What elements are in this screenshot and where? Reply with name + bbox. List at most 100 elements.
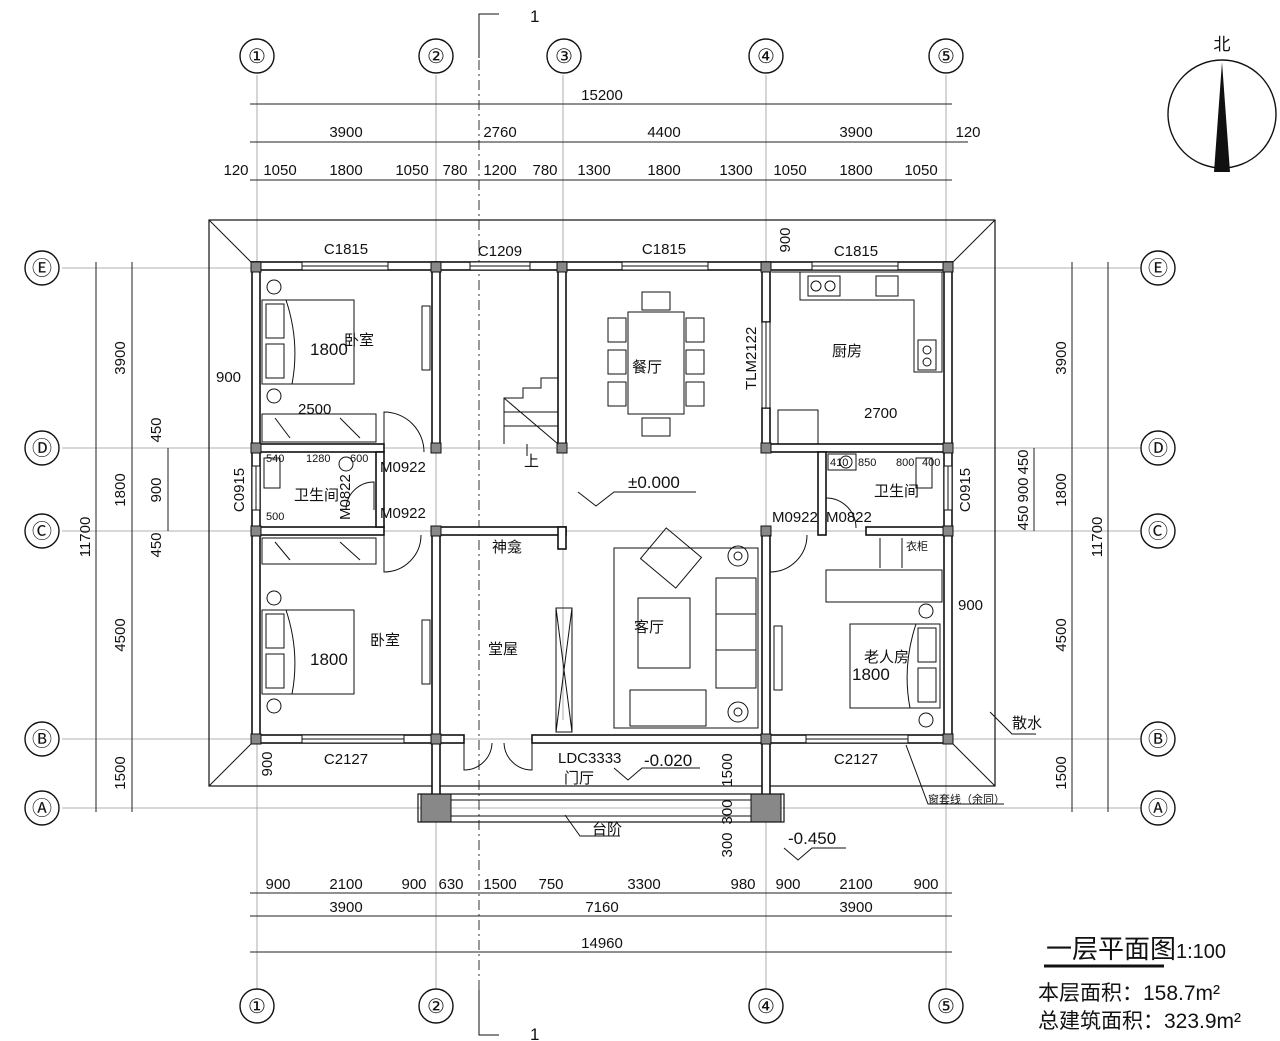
svg-text:上: 上 bbox=[524, 453, 539, 470]
svg-text:±0.000: ±0.000 bbox=[628, 473, 680, 492]
svg-text:-0.020: -0.020 bbox=[644, 751, 692, 770]
svg-text:C1815: C1815 bbox=[642, 241, 686, 258]
svg-text:1500: 1500 bbox=[719, 753, 736, 786]
svg-text:4400: 4400 bbox=[647, 124, 680, 141]
svg-text:4500: 4500 bbox=[1053, 618, 1070, 651]
floor-area: 本层面积：158.7m² bbox=[1038, 982, 1220, 1005]
svg-text:15200: 15200 bbox=[581, 87, 623, 104]
svg-text:3900: 3900 bbox=[112, 341, 129, 374]
dimensions-top: 15200 3900 2760 4400 3900 120 120 1050 1… bbox=[223, 87, 981, 181]
svg-text:3900: 3900 bbox=[839, 124, 872, 141]
bed-1: 1800 bbox=[261, 279, 355, 404]
svg-text:1800: 1800 bbox=[310, 340, 348, 359]
svg-text:1200: 1200 bbox=[483, 162, 516, 179]
svg-text:3300: 3300 bbox=[627, 876, 660, 893]
svg-text:堂屋: 堂屋 bbox=[488, 641, 518, 658]
svg-text:900: 900 bbox=[259, 751, 276, 776]
axis-bubbles-top: ① ② ③ ④ ⑤ bbox=[239, 38, 964, 74]
drawing-scale: 1:100 bbox=[1176, 941, 1226, 963]
svg-text:900: 900 bbox=[265, 876, 290, 893]
svg-text:980: 980 bbox=[730, 876, 755, 893]
doors bbox=[345, 321, 857, 771]
svg-text:1300: 1300 bbox=[719, 162, 752, 179]
svg-text:900: 900 bbox=[775, 876, 800, 893]
svg-text:C2127: C2127 bbox=[834, 751, 878, 768]
svg-text:卫生间: 卫生间 bbox=[874, 483, 919, 500]
dimensions-bottom: 900 2100 900 630 1500 750 3300 980 900 2… bbox=[250, 876, 952, 953]
svg-text:1050: 1050 bbox=[395, 162, 428, 179]
svg-text:780: 780 bbox=[532, 162, 557, 179]
svg-text:①: ① bbox=[248, 996, 266, 1018]
svg-text:卧室: 卧室 bbox=[370, 632, 400, 649]
svg-text:780: 780 bbox=[442, 162, 467, 179]
svg-text:1800: 1800 bbox=[112, 473, 129, 506]
svg-text:③: ③ bbox=[555, 46, 573, 68]
door-labels: M0922 M0822 M0922 M0922 M0822 TLM2122 bbox=[337, 327, 872, 526]
svg-text:900: 900 bbox=[1015, 477, 1032, 502]
svg-text:11700: 11700 bbox=[1089, 517, 1106, 558]
svg-text:Ⓔ: Ⓔ bbox=[1148, 257, 1168, 280]
svg-text:1: 1 bbox=[530, 1025, 539, 1041]
svg-text:Ⓑ: Ⓑ bbox=[32, 728, 52, 751]
svg-text:14960: 14960 bbox=[581, 935, 623, 952]
svg-text:老人房: 老人房 bbox=[864, 649, 909, 666]
svg-text:450: 450 bbox=[148, 417, 165, 442]
svg-text:门厅: 门厅 bbox=[564, 770, 594, 787]
svg-text:300: 300 bbox=[719, 799, 736, 824]
wardrobes bbox=[261, 413, 943, 603]
svg-text:1800: 1800 bbox=[852, 665, 890, 684]
living-room-furniture bbox=[613, 527, 759, 729]
svg-text:餐厅: 餐厅 bbox=[632, 359, 662, 376]
svg-text:M0822: M0822 bbox=[826, 509, 872, 526]
svg-text:2700: 2700 bbox=[864, 405, 897, 422]
svg-text:410: 410 bbox=[830, 457, 848, 469]
dimensions-right: 11700 3900 1800 4500 1500 450 900 450 bbox=[1015, 262, 1109, 812]
svg-text:M0922: M0922 bbox=[380, 459, 426, 476]
svg-text:500: 500 bbox=[266, 511, 284, 523]
svg-text:厨房: 厨房 bbox=[832, 343, 862, 360]
svg-text:300: 300 bbox=[719, 832, 736, 857]
svg-text:900: 900 bbox=[777, 227, 794, 252]
svg-text:11700: 11700 bbox=[77, 517, 94, 558]
svg-text:1300: 1300 bbox=[577, 162, 610, 179]
annotation-notes: 散水 窗套线（余同） bbox=[905, 711, 1042, 806]
svg-text:客厅: 客厅 bbox=[634, 619, 664, 636]
svg-text:衣柜: 衣柜 bbox=[906, 539, 928, 553]
svg-text:120: 120 bbox=[223, 162, 248, 179]
section-mark-bottom: 1 bbox=[478, 990, 539, 1041]
svg-text:Ⓐ: Ⓐ bbox=[1148, 797, 1168, 820]
svg-text:1050: 1050 bbox=[263, 162, 296, 179]
window-openings bbox=[251, 261, 953, 744]
columns bbox=[250, 261, 954, 823]
total-area: 总建筑面积：323.9m² bbox=[1038, 1010, 1241, 1033]
svg-text:120: 120 bbox=[955, 124, 980, 141]
svg-text:7160: 7160 bbox=[585, 899, 618, 916]
svg-text:900: 900 bbox=[401, 876, 426, 893]
svg-text:3900: 3900 bbox=[839, 899, 872, 916]
svg-text:2760: 2760 bbox=[483, 124, 516, 141]
axis-bubbles-left: Ⓔ Ⓓ Ⓒ Ⓑ Ⓐ bbox=[24, 250, 60, 826]
svg-text:神龛: 神龛 bbox=[492, 539, 522, 556]
svg-text:3900: 3900 bbox=[329, 899, 362, 916]
svg-text:④: ④ bbox=[757, 996, 775, 1018]
svg-text:M0922: M0922 bbox=[380, 505, 426, 522]
drawing-title: 一层平面图 bbox=[1046, 934, 1176, 964]
svg-text:400: 400 bbox=[922, 457, 940, 469]
stair: 上 bbox=[503, 377, 559, 470]
svg-text:Ⓓ: Ⓓ bbox=[32, 437, 52, 460]
svg-text:Ⓐ: Ⓐ bbox=[32, 797, 52, 820]
svg-text:C1209: C1209 bbox=[478, 243, 522, 260]
svg-text:台阶: 台阶 bbox=[592, 821, 622, 838]
svg-text:1050: 1050 bbox=[904, 162, 937, 179]
roof-outline bbox=[208, 219, 996, 787]
svg-text:3900: 3900 bbox=[1053, 341, 1070, 374]
svg-text:窗套线（余同）: 窗套线（余同） bbox=[928, 792, 1005, 806]
svg-text:750: 750 bbox=[538, 876, 563, 893]
svg-text:800: 800 bbox=[896, 457, 914, 469]
svg-text:900: 900 bbox=[913, 876, 938, 893]
svg-text:卧室: 卧室 bbox=[344, 332, 374, 349]
svg-text:C0915: C0915 bbox=[231, 468, 248, 512]
svg-text:540: 540 bbox=[266, 453, 284, 465]
svg-text:Ⓓ: Ⓓ bbox=[1148, 437, 1168, 460]
svg-text:LDC3333: LDC3333 bbox=[558, 750, 621, 767]
